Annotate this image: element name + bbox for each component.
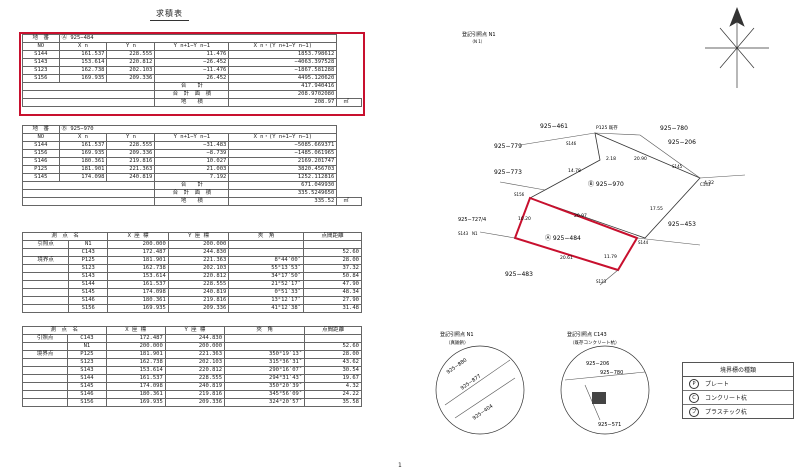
distance-label: 11.79 xyxy=(604,254,617,260)
point-label: S156 xyxy=(514,192,525,197)
inset-circle-c143 xyxy=(560,345,650,435)
table-cell: 地 積 xyxy=(154,98,230,107)
svg-text:925−877: 925−877 xyxy=(460,373,483,391)
distance-label: 20.90 xyxy=(634,156,647,162)
legend-label: コンクリート杭 xyxy=(705,395,748,402)
map-sub-n1: （N 1） xyxy=(470,39,485,44)
north-arrow-icon xyxy=(705,7,769,88)
point-label: P125 既存 xyxy=(596,124,618,131)
distance-label: 4.32 xyxy=(704,180,714,186)
point-label: S123 xyxy=(596,279,607,284)
unit-label: ㎡ xyxy=(343,198,349,204)
distance-label: 2.18 xyxy=(606,156,616,162)
legend-label: プレート xyxy=(705,381,730,388)
inset-sub: （真鍮鋲） xyxy=(446,339,469,346)
point-label: S146 xyxy=(566,141,577,146)
svg-text:925−780: 925−780 xyxy=(600,370,623,376)
point-label: N1 xyxy=(472,231,478,236)
inset-sub: （既存コンクリート杭） xyxy=(570,339,620,346)
page-title: 求積表 xyxy=(150,8,189,21)
lot-label: 925−780 xyxy=(660,125,688,132)
point-label: S143 xyxy=(458,231,469,236)
legend-item: プ プラスチック杭 xyxy=(683,405,793,418)
lot-label: 925−773 xyxy=(494,169,522,176)
inset-circle-n1 xyxy=(435,345,525,435)
plate-marker-icon: P xyxy=(689,378,699,389)
distance-label: 10.20 xyxy=(518,216,531,222)
table-cell: 209.336 xyxy=(164,398,226,407)
concrete-pile-icon: C xyxy=(689,392,699,403)
point-label: S144 xyxy=(638,240,649,245)
table-cell: 208.97 xyxy=(228,98,338,107)
lot-label: Ⓑ 925−970 xyxy=(588,180,624,188)
lot-label: Ⓐ 925−484 xyxy=(545,234,581,242)
svg-text:925−404: 925−404 xyxy=(472,403,495,421)
svg-text:925−880: 925−880 xyxy=(446,357,469,375)
legend-item: C コンクリート杭 xyxy=(683,391,793,405)
plastic-pile-icon: プ xyxy=(689,406,699,417)
lot-label: 925−453 xyxy=(668,221,696,228)
legend-label: プラスチック杭 xyxy=(705,409,747,416)
table-cell: 35.58 xyxy=(304,398,362,407)
page-number: 1 xyxy=(398,462,402,469)
svg-text:925−206: 925−206 xyxy=(586,361,609,367)
lot-a-outline xyxy=(513,196,639,272)
highlight-box-table xyxy=(19,32,365,116)
table-cell: 地 積 xyxy=(154,197,230,206)
point-label: S145 xyxy=(672,164,683,169)
map-title-n1: 登記引照点 N1 xyxy=(462,31,496,38)
distance-label: 17.55 xyxy=(650,206,663,212)
lot-label: 925−206 xyxy=(668,139,696,146)
table-cell: 209.336 xyxy=(167,304,230,313)
lot-label: 925−483 xyxy=(505,271,533,278)
unit-label: ㎡ xyxy=(343,99,349,105)
svg-text:925−571: 925−571 xyxy=(598,422,621,428)
boundary-marker-legend: 境界標の種類 P プレート C コンクリート杭 プ プラスチック杭 xyxy=(682,362,794,419)
table-cell xyxy=(21,98,156,107)
legend-item: P プレート xyxy=(683,377,793,391)
inset-title: 登記引照点 C143 xyxy=(567,331,607,338)
lot-label: 925−779 xyxy=(494,143,522,150)
table-cell: 324°20′57″ xyxy=(224,398,306,407)
table-cell: S156 xyxy=(67,398,107,407)
distance-label: 14.78 xyxy=(568,168,581,174)
point-label: C143 xyxy=(700,182,711,187)
lot-label: 925−461 xyxy=(540,123,568,130)
inset-title: 登記引照点 N1 xyxy=(440,331,474,338)
distance-label: 20.61 xyxy=(560,255,573,261)
legend-title: 境界標の種類 xyxy=(683,363,793,377)
table-cell: 31.48 xyxy=(303,304,362,313)
distance-label: 20.97 xyxy=(574,213,587,219)
lot-label: 925−727/4 xyxy=(458,217,486,223)
table-cell: 335.52 xyxy=(228,197,338,206)
table-cell xyxy=(21,197,156,206)
